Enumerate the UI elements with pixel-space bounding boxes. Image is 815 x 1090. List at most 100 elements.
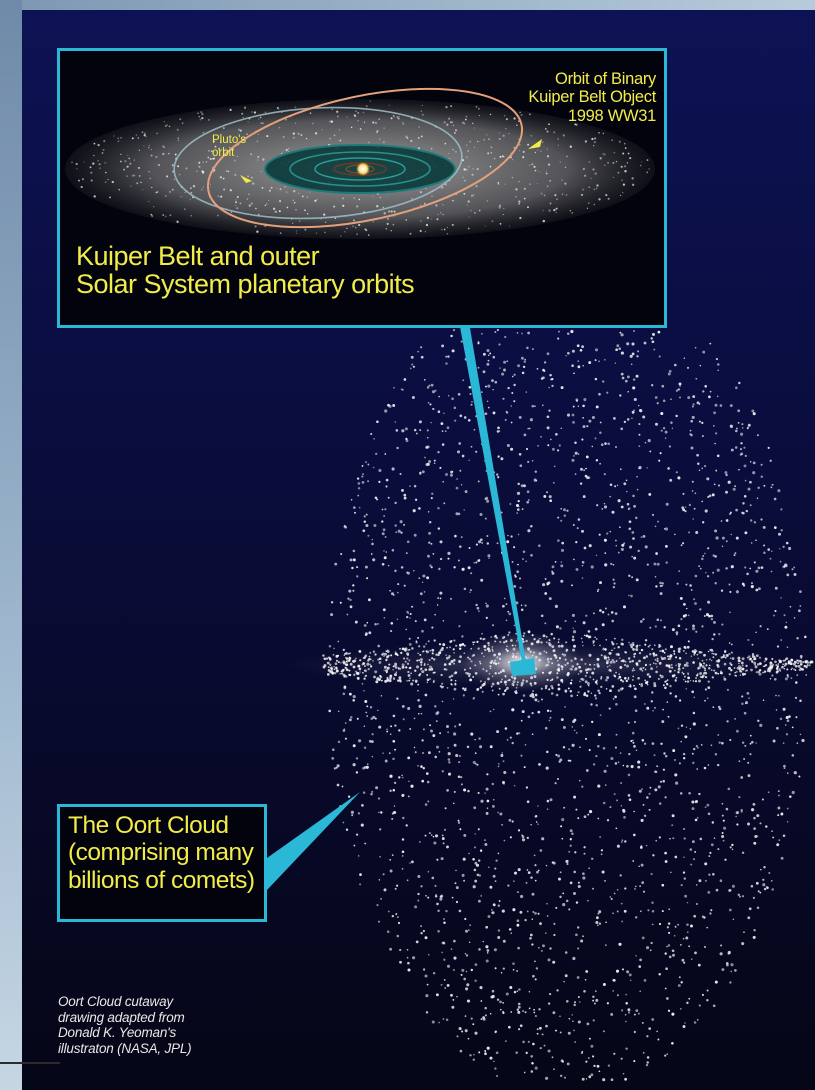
comet-dot [561, 818, 565, 822]
comet-dot [647, 909, 650, 912]
comet-dot [673, 652, 676, 655]
comet-dot [615, 827, 618, 830]
comet-dot [620, 505, 624, 509]
comet-dot [621, 638, 624, 641]
comet-dot [564, 619, 567, 623]
comet-dot [541, 837, 545, 841]
credit-line-4: illustraton (NASA, JPL) [58, 1040, 192, 1056]
comet-dot [580, 467, 583, 471]
comet-dot [693, 651, 697, 654]
comet-dot [643, 341, 647, 345]
comet-dot [627, 773, 631, 777]
comet-dot [562, 508, 567, 512]
comet-dot [601, 623, 605, 627]
comet-dot [383, 550, 385, 552]
comet-dot [571, 832, 574, 836]
comet-dot [566, 1062, 570, 1066]
kuiper-object-dot [118, 188, 120, 191]
comet-dot [363, 725, 366, 727]
comet-dot [374, 623, 377, 626]
kuiper-object-dot [256, 230, 259, 233]
comet-dot [375, 786, 379, 790]
kuiper-object-dot [234, 205, 237, 207]
comet-dot [794, 669, 797, 671]
kuiper-object-dot [528, 164, 531, 166]
comet-dot [479, 680, 482, 683]
comet-dot [603, 538, 607, 542]
comet-dot [376, 904, 379, 907]
comet-dot [480, 391, 483, 393]
comet-dot [336, 783, 340, 787]
comet-dot [579, 680, 581, 683]
comet-dot [590, 1073, 594, 1077]
comet-dot [492, 411, 496, 415]
comet-dot [507, 679, 509, 682]
comet-dot [650, 872, 653, 876]
comet-dot [632, 644, 635, 647]
kuiper-object-dot [166, 124, 168, 126]
comet-dot [547, 444, 550, 447]
kuiper-object-dot [543, 194, 546, 197]
comet-dot [673, 935, 676, 937]
comet-dot [454, 682, 457, 685]
comet-dot [393, 387, 395, 389]
comet-dot [485, 604, 489, 608]
comet-dot [557, 337, 560, 340]
comet-dot [482, 682, 486, 686]
comet-dot [620, 902, 623, 905]
comet-dot [485, 959, 489, 963]
comet-dot [566, 862, 569, 866]
comet-dot [524, 744, 527, 746]
comet-dot [692, 711, 696, 715]
comet-dot [482, 352, 486, 356]
comet-dot [436, 604, 439, 606]
comet-dot [520, 604, 523, 607]
comet-dot [641, 881, 645, 884]
comet-dot [378, 657, 382, 661]
comet-dot [584, 674, 587, 677]
comet-dot [446, 964, 451, 968]
comet-dot [369, 665, 373, 668]
comet-dot [596, 590, 599, 593]
comet-dot [684, 894, 687, 898]
comet-dot [371, 542, 374, 546]
comet-dot [486, 949, 490, 952]
comet-dot [799, 667, 802, 669]
comet-dot [406, 879, 409, 882]
comet-dot [513, 990, 517, 994]
comet-dot [717, 848, 720, 851]
kuiper-object-dot [617, 171, 620, 174]
kuiper-object-dot [582, 167, 586, 171]
comet-dot [657, 1038, 660, 1041]
comet-dot [426, 780, 430, 784]
comet-dot [439, 557, 443, 561]
kuiper-object-dot [126, 165, 129, 168]
comet-dot [442, 480, 445, 483]
comet-dot [446, 687, 449, 689]
comet-dot [389, 789, 392, 792]
comet-dot [574, 1041, 577, 1043]
comet-dot [430, 383, 434, 387]
comet-dot [740, 661, 744, 665]
comet-dot [406, 540, 410, 544]
comet-dot [487, 359, 490, 362]
comet-dot [381, 508, 384, 511]
neptune-orbit [264, 144, 456, 194]
comet-dot [655, 553, 658, 556]
comet-dot [410, 672, 412, 675]
comet-dot [380, 811, 383, 814]
comet-dot [473, 846, 477, 849]
comet-dot [463, 644, 466, 647]
kuiper-object-dot [276, 106, 279, 109]
comet-dot [556, 676, 559, 679]
comet-dot [568, 850, 571, 853]
comet-dot [511, 644, 514, 647]
comet-dot [582, 365, 584, 367]
comet-dot [778, 548, 781, 550]
comet-dot [382, 752, 384, 755]
comet-dot [598, 691, 601, 695]
comet-dot [441, 941, 445, 945]
comet-dot [621, 659, 625, 663]
comet-dot [736, 823, 739, 826]
binary-label-line-3: 1998 WW31 [567, 106, 656, 125]
